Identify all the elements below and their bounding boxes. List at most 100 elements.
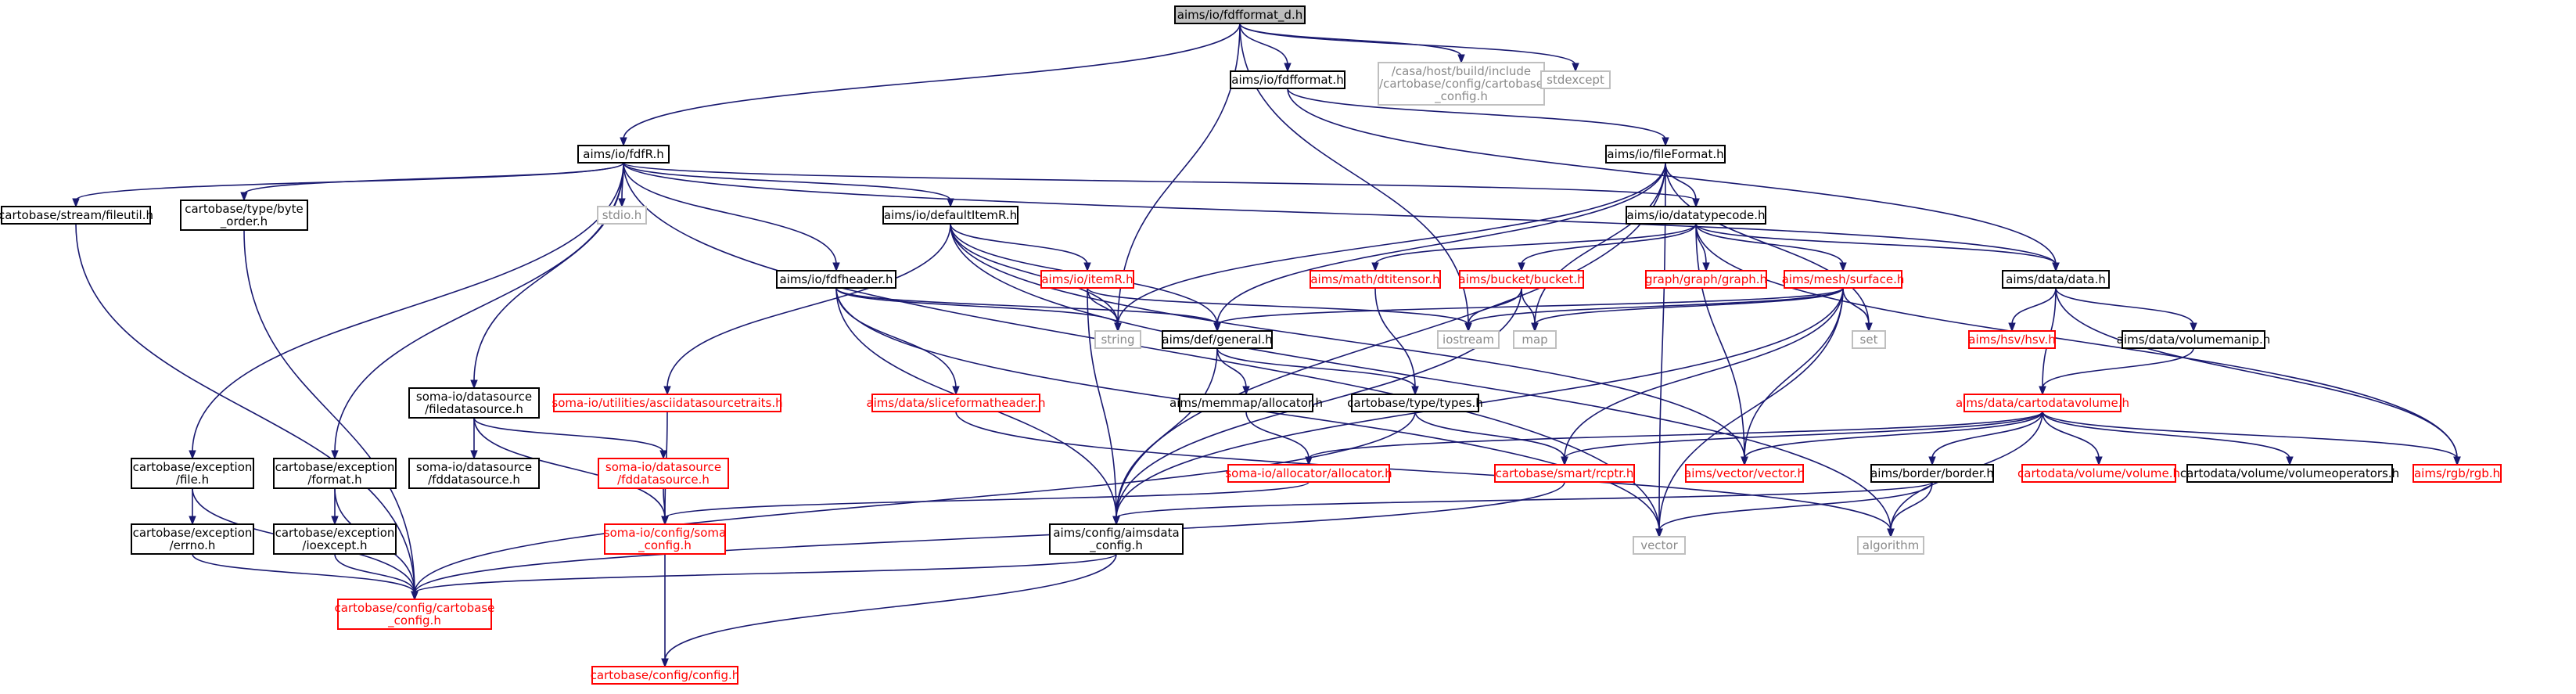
- node-label: aims/vector/vector.h: [1684, 466, 1805, 480]
- node-config[interactable]: cartobase/config/config.h: [591, 666, 740, 685]
- node-box: [1857, 536, 1924, 555]
- node-ioexcept[interactable]: cartobase/exception/ioexcept.h: [273, 523, 397, 555]
- edge-line: [1239, 23, 1288, 66]
- edge-datah-to-hsv: [2008, 287, 2057, 333]
- node-somaalloc[interactable]: soma-io/allocator/allocator.h: [1225, 464, 1392, 483]
- node-dtitensor[interactable]: aims/math/dtitensor.h: [1310, 270, 1441, 289]
- node-label-line: aims/io/fdfformat_d.h: [1177, 8, 1302, 23]
- node-label: aims/io/fileFormat.h: [1607, 147, 1723, 161]
- edge-general-to-aimsdata: [1112, 347, 1218, 526]
- edge-line: [2042, 347, 2194, 389]
- edge-datah-to-rgb: [2055, 287, 2461, 466]
- node-allocatorh[interactable]: aims/memmap/allocator.h: [1169, 394, 1323, 412]
- node-stdexcept[interactable]: stdexcept: [1540, 70, 1611, 89]
- node-label: aims/math/dtitensor.h: [1310, 272, 1439, 286]
- edge-line: [950, 223, 1745, 459]
- node-aimsdata[interactable]: aims/config/aimsdata_config.h: [1049, 523, 1184, 555]
- node-fdfheader[interactable]: aims/io/fdfheader.h: [776, 270, 896, 289]
- edge-datatypecode-to-bucket: [1518, 223, 1697, 272]
- node-fdds-red[interactable]: soma-io/datasource/fddatasource.h: [598, 458, 729, 489]
- node-box: [591, 666, 738, 685]
- edge-arrowhead: [2008, 322, 2016, 333]
- node-stdio[interactable]: stdio.h: [597, 206, 647, 225]
- node-byteorder[interactable]: cartobase/type/byte_order.h: [180, 200, 308, 231]
- edge-arrowhead: [189, 450, 196, 460]
- node-label-line: cartobase/exception: [133, 526, 253, 540]
- edge-surface-to-iostream: [1464, 287, 1844, 333]
- node-volumemanip[interactable]: aims/data/volumemanip.h: [2117, 330, 2271, 349]
- edge-fileformat-to-general: [1213, 162, 1666, 333]
- node-cartodatavolume[interactable]: aims/data/cartodatavolume.h: [1956, 394, 2129, 412]
- node-defaultitemr[interactable]: aims/io/defaultItemR.h: [882, 206, 1019, 225]
- node-asciitraits[interactable]: soma-io/utilities/asciidatasourcetraits.…: [551, 394, 783, 412]
- node-vectorh[interactable]: aims/vector/vector.h: [1684, 464, 1805, 483]
- edge-cartodatavolume-to-border: [1928, 411, 2043, 466]
- node-rgb[interactable]: aims/rgb/rgb.h: [2413, 464, 2502, 483]
- edge-errno-to-cartocfg: [192, 553, 419, 601]
- node-datah[interactable]: aims/data/data.h: [2002, 270, 2110, 289]
- node-box: [1049, 523, 1184, 555]
- node-box: [1310, 270, 1441, 289]
- node-bucket[interactable]: aims/bucket/bucket.h: [1458, 270, 1585, 289]
- node-label: cartodata/volume/volumeoperators.h: [2180, 466, 2399, 480]
- edge-root-to-fdfr: [620, 23, 1241, 147]
- node-label: soma-io/datasource/fddatasource.h: [416, 460, 532, 487]
- node-label-line: cartodata/volume/volumeoperators.h: [2180, 466, 2399, 480]
- node-datatypecode[interactable]: aims/io/datatypecode.h: [1626, 206, 1766, 225]
- edge-line: [1695, 223, 2057, 265]
- node-hsv[interactable]: aims/hsv/hsv.h: [1968, 330, 2056, 349]
- node-volumeh[interactable]: cartodata/volume/volume.h: [2017, 464, 2180, 483]
- node-label: cartodata/volume/volume.h: [2017, 466, 2180, 480]
- node-box: [131, 523, 254, 555]
- node-box: [1645, 270, 1767, 289]
- edge-datatypecode-to-dtitensor: [1371, 223, 1697, 272]
- node-filedatasource[interactable]: soma-io/datasource/filedatasource.h: [408, 387, 540, 419]
- node-exformat[interactable]: cartobase/exception/format.h: [273, 458, 397, 489]
- node-label-line: _order.h: [220, 214, 268, 229]
- node-vector[interactable]: vector: [1633, 536, 1686, 555]
- node-fdfr[interactable]: aims/io/fdfR.h: [577, 145, 670, 164]
- edge-fdfheader-to-string: [835, 287, 1122, 333]
- node-label-line: set: [1860, 333, 1878, 347]
- node-cartocfg[interactable]: cartobase/config/cartobase_config.h: [335, 599, 495, 630]
- node-general[interactable]: aims/def/general.h: [1162, 330, 1273, 349]
- edge-arrowhead: [2286, 456, 2294, 466]
- node-exfile[interactable]: cartobase/exception/file.h: [131, 458, 254, 489]
- node-label-line: aims/data/cartodatavolume.h: [1956, 396, 2129, 410]
- node-map[interactable]: map: [1513, 330, 1557, 349]
- node-somaconfig[interactable]: soma-io/config/soma_config.h: [604, 523, 726, 555]
- node-border[interactable]: aims/border/border.h: [1870, 464, 1994, 483]
- node-fdfformat[interactable]: aims/io/fdfformat.h: [1230, 70, 1345, 89]
- node-errno[interactable]: cartobase/exception/errno.h: [131, 523, 254, 555]
- node-iostream[interactable]: iostream: [1437, 330, 1500, 349]
- node-cartocfgtop[interactable]: /casa/host/build/include/cartobase/confi…: [1378, 62, 1545, 106]
- edge-line: [2042, 411, 2458, 459]
- node-surface[interactable]: aims/mesh/surface.h: [1782, 270, 1905, 289]
- node-set[interactable]: set: [1852, 330, 1886, 349]
- node-box: [871, 394, 1040, 412]
- node-sliceformat[interactable]: aims/data/sliceformatheader.h: [866, 394, 1046, 412]
- node-fileutil[interactable]: cartobase/stream/fileutil.h: [0, 206, 153, 225]
- edge-line: [950, 223, 1119, 325]
- edge-filedatasource-to-fdds-black: [470, 418, 478, 460]
- edge-arrowhead: [2039, 386, 2046, 396]
- edge-arrowhead: [661, 658, 669, 668]
- node-itemr[interactable]: aims/io/itemR.h: [1040, 270, 1134, 289]
- node-volumeops[interactable]: cartodata/volume/volumeoperators.h: [2180, 464, 2399, 483]
- edge-line: [1658, 481, 1933, 531]
- node-string[interactable]: string: [1094, 330, 1141, 349]
- node-box: [1459, 270, 1584, 289]
- edge-arrowhead: [470, 379, 478, 390]
- edge-datatypecode-to-surface: [1695, 223, 1847, 272]
- node-label-line: aims/def/general.h: [1162, 333, 1272, 347]
- node-algorithm[interactable]: algorithm: [1857, 536, 1924, 555]
- node-root[interactable]: aims/io/fdfformat_d.h: [1174, 5, 1306, 24]
- edge-arrowhead: [1887, 528, 1895, 538]
- node-fileformat[interactable]: aims/io/fileFormat.h: [1605, 145, 1726, 164]
- edge-arrowhead: [240, 192, 248, 202]
- node-graph[interactable]: graph/graph/graph.h: [1645, 270, 1767, 289]
- node-rcptr[interactable]: cartobase/smart/rcptr.h: [1494, 464, 1635, 483]
- node-types[interactable]: cartobase/type/types.h: [1347, 394, 1483, 412]
- edge-line: [1245, 411, 1310, 459]
- node-fdds-black[interactable]: soma-io/datasource/fddatasource.h: [408, 458, 540, 489]
